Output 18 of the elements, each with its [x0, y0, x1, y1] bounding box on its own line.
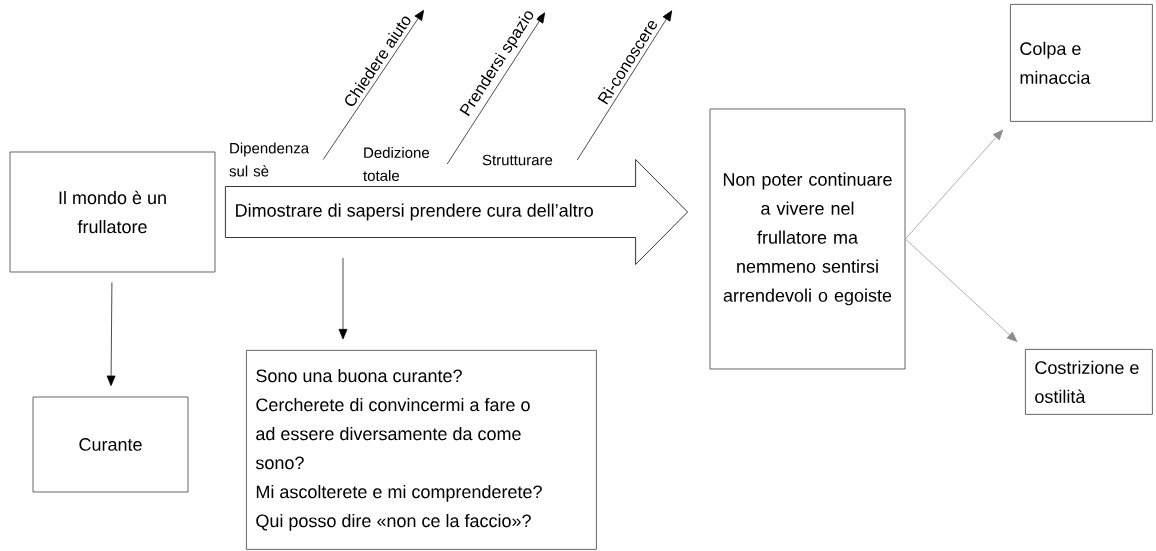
text-label: Dipendenza sul sè: [229, 142, 310, 177]
text-label: Dedizione totale: [363, 147, 430, 181]
outcome-box: Colpa e minaccia: [1010, 4, 1153, 122]
arrow: [338, 257, 348, 340]
block-arrow: [225, 159, 688, 265]
outcome-box: Costrizione e ostilità: [1025, 349, 1153, 415]
question-box: Sono una buona curante? Cercherete di convincermi a fare o ad essere diversamente da come sono? Mi ascolterete e mi comprenderete? Qui posso dire «non ce la faccio»?: [246, 350, 597, 550]
arrow: [905, 238, 1018, 342]
process-box: Curante: [32, 396, 189, 493]
arrow: [106, 282, 116, 386]
arrow: [905, 129, 1004, 240]
edge-label: Dimostrare di sapersi prendere cura dell’altro: [233, 202, 595, 222]
text-label: Strutturare: [482, 154, 553, 166]
process-box: Il mondo è un frullatore: [9, 151, 216, 273]
process-box: Non poter continuare a vivere nel frullatore ma nemmeno sentirsi arrendevoli o egoiste: [709, 108, 906, 370]
arrow: [322, 9, 425, 160]
arrow: [576, 10, 673, 161]
arrow: [446, 12, 546, 165]
